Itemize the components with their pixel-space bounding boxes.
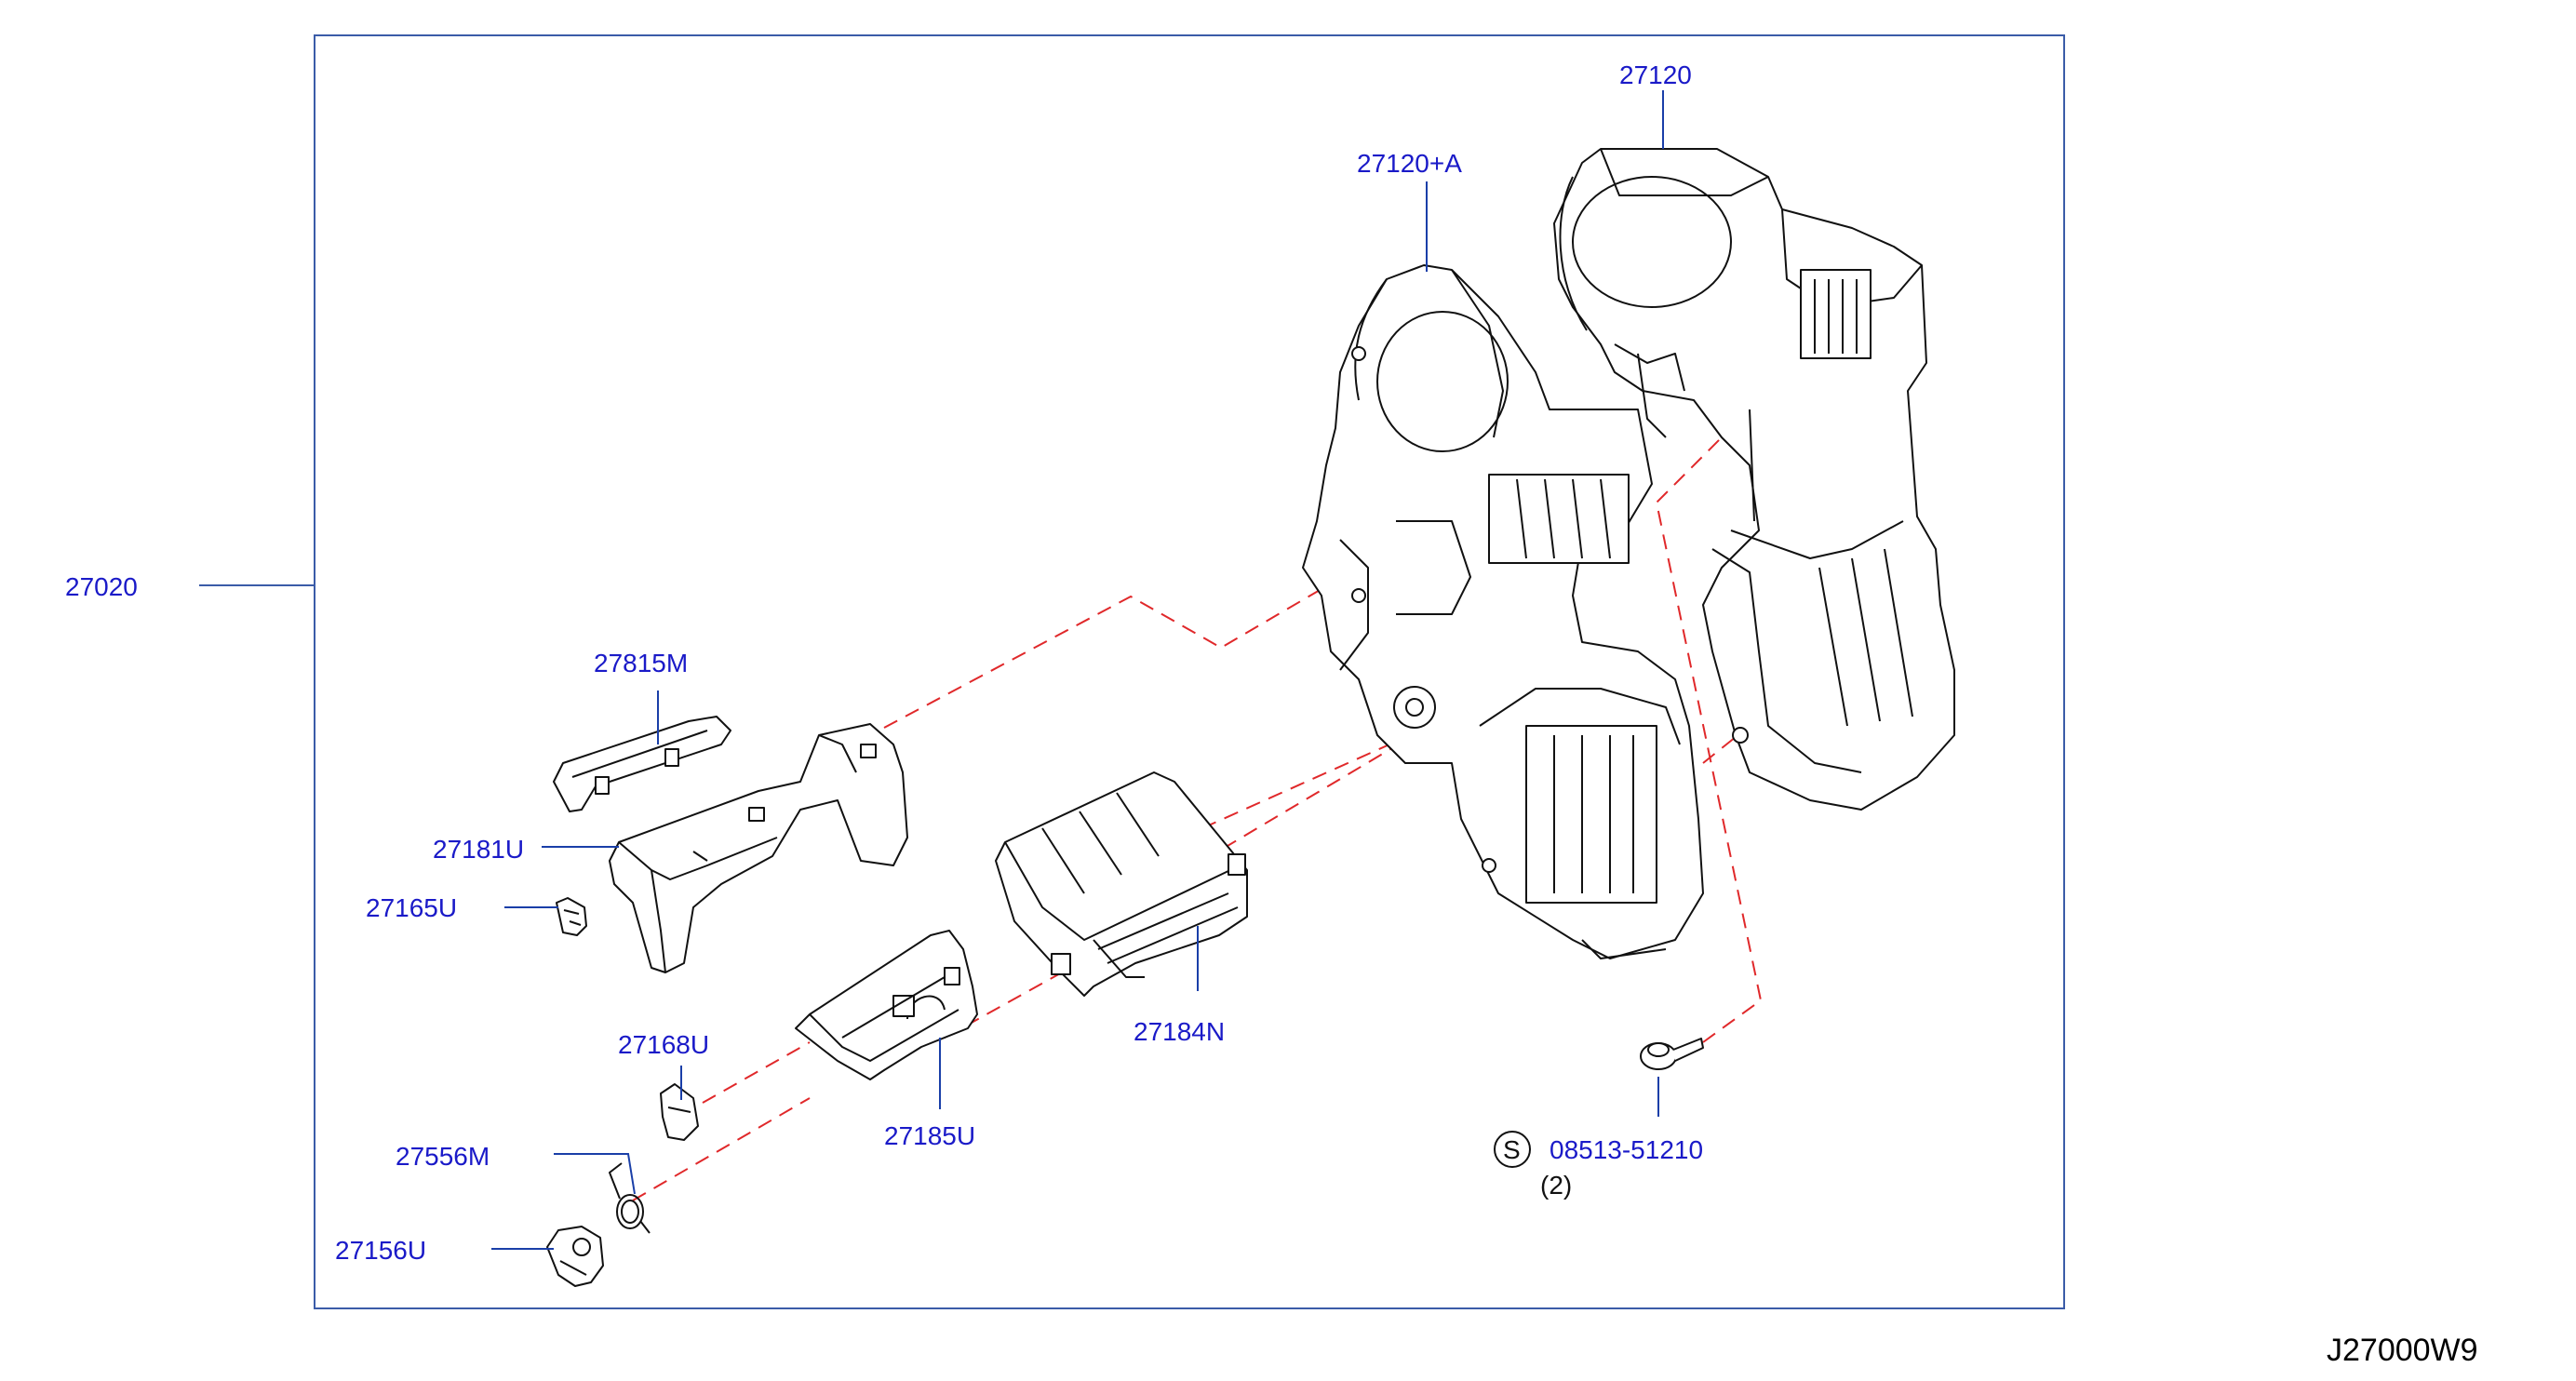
callout-27556m[interactable]: 27556M [396,1142,490,1171]
spring-27556m [609,1162,651,1234]
heater-unit-case-left [1302,264,1704,959]
filter-case-27181u [609,723,908,973]
assembly-frame [314,34,2065,1309]
callout-27181u[interactable]: 27181U [433,835,524,864]
callout-27168u[interactable]: 27168U [618,1030,709,1059]
screw-quantity: (2) [1540,1171,1572,1200]
diagram-id: J27000W9 [2327,1333,2478,1368]
leader-lines [491,90,1664,1250]
lever-27156u [546,1226,604,1287]
air-filter-27184n [995,771,1248,997]
screw-symbol-circle [1494,1131,1531,1168]
callout-08513-51210[interactable]: 08513-51210 [1550,1135,1703,1164]
callout-27815m[interactable]: 27815M [594,649,688,677]
dash-line-link [702,1041,811,1104]
callout-27120-a[interactable]: 27120+A [1357,149,1462,178]
heater-unit-case-right [1553,148,1955,811]
callout-27120[interactable]: 27120 [1619,60,1692,89]
bracket-27815m [553,716,731,812]
callout-27184n[interactable]: 27184N [1134,1017,1225,1046]
screw-callout-extras: S (2) [1494,1131,1572,1200]
dash-line-spring [632,1097,811,1201]
assembly-label[interactable]: 27020 [65,572,138,601]
clip-27165u [556,897,587,936]
part-drawings [546,148,1955,1287]
leader-27556m [554,1153,636,1195]
callout-27185u[interactable]: 27185U [884,1121,975,1150]
filter-cover-27185u [795,930,978,1080]
callout-27156u[interactable]: 27156U [335,1236,426,1265]
link-27168u [660,1083,699,1141]
screw-symbol: S [1503,1135,1521,1164]
screw-08513-51210 [1640,1038,1704,1070]
callout-27165u[interactable]: 27165U [366,893,457,922]
callout-labels: 27120 27120+A 27815M 27181U 27165U 27184… [335,60,1703,1265]
